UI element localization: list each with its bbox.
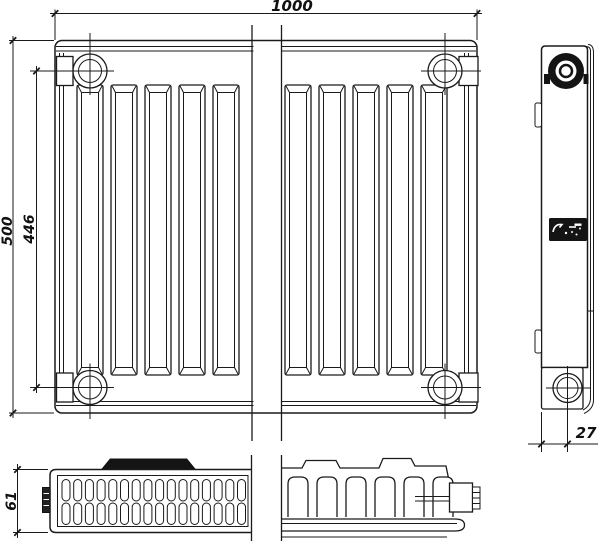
section-fin-half bbox=[282, 457, 481, 538]
side-bottom-valve bbox=[546, 366, 590, 452]
valve-centerlines bbox=[89, 33, 481, 419]
dim-depth-label: 61 bbox=[4, 491, 20, 510]
dim-height-label: 500 bbox=[0, 216, 16, 245]
front-view bbox=[54, 25, 481, 441]
side-connection-stub bbox=[42, 487, 51, 513]
wall-bracket bbox=[101, 458, 196, 470]
side-view: 27 bbox=[528, 44, 598, 452]
bracket-tab-upper bbox=[534, 102, 542, 128]
dimension-hub-spacing: 446 bbox=[22, 66, 114, 393]
dimension-overall-width: 1000 bbox=[50, 0, 482, 40]
bottom-view: 61 bbox=[4, 455, 481, 541]
section-top-contour bbox=[282, 457, 451, 484]
dimension-depth: 61 bbox=[4, 464, 48, 538]
dim-hub-offset-label: 27 bbox=[576, 424, 597, 442]
brand-label bbox=[549, 218, 587, 241]
dim-width-label: 1000 bbox=[271, 0, 313, 15]
base-plate bbox=[282, 518, 466, 538]
plan-grille-half bbox=[42, 458, 251, 534]
dimension-hub-offset: 27 bbox=[528, 412, 598, 452]
break-gap bbox=[253, 42, 281, 411]
break-lines-bottom bbox=[250, 455, 283, 541]
side-body bbox=[540, 45, 589, 369]
threaded-connector bbox=[472, 486, 481, 510]
bracket-tab-lower bbox=[534, 329, 542, 354]
section-valve-block bbox=[448, 482, 474, 513]
dimension-overall-height: 500 bbox=[0, 36, 54, 418]
panel-edge-lines bbox=[59, 53, 469, 401]
supply-pipe-lines bbox=[415, 496, 452, 502]
dim-hub-spacing-label: 446 bbox=[22, 214, 38, 244]
thermostatic-valve-head bbox=[544, 53, 589, 89]
break-lines-front bbox=[251, 25, 283, 441]
rear-panel-lines bbox=[582, 44, 594, 414]
